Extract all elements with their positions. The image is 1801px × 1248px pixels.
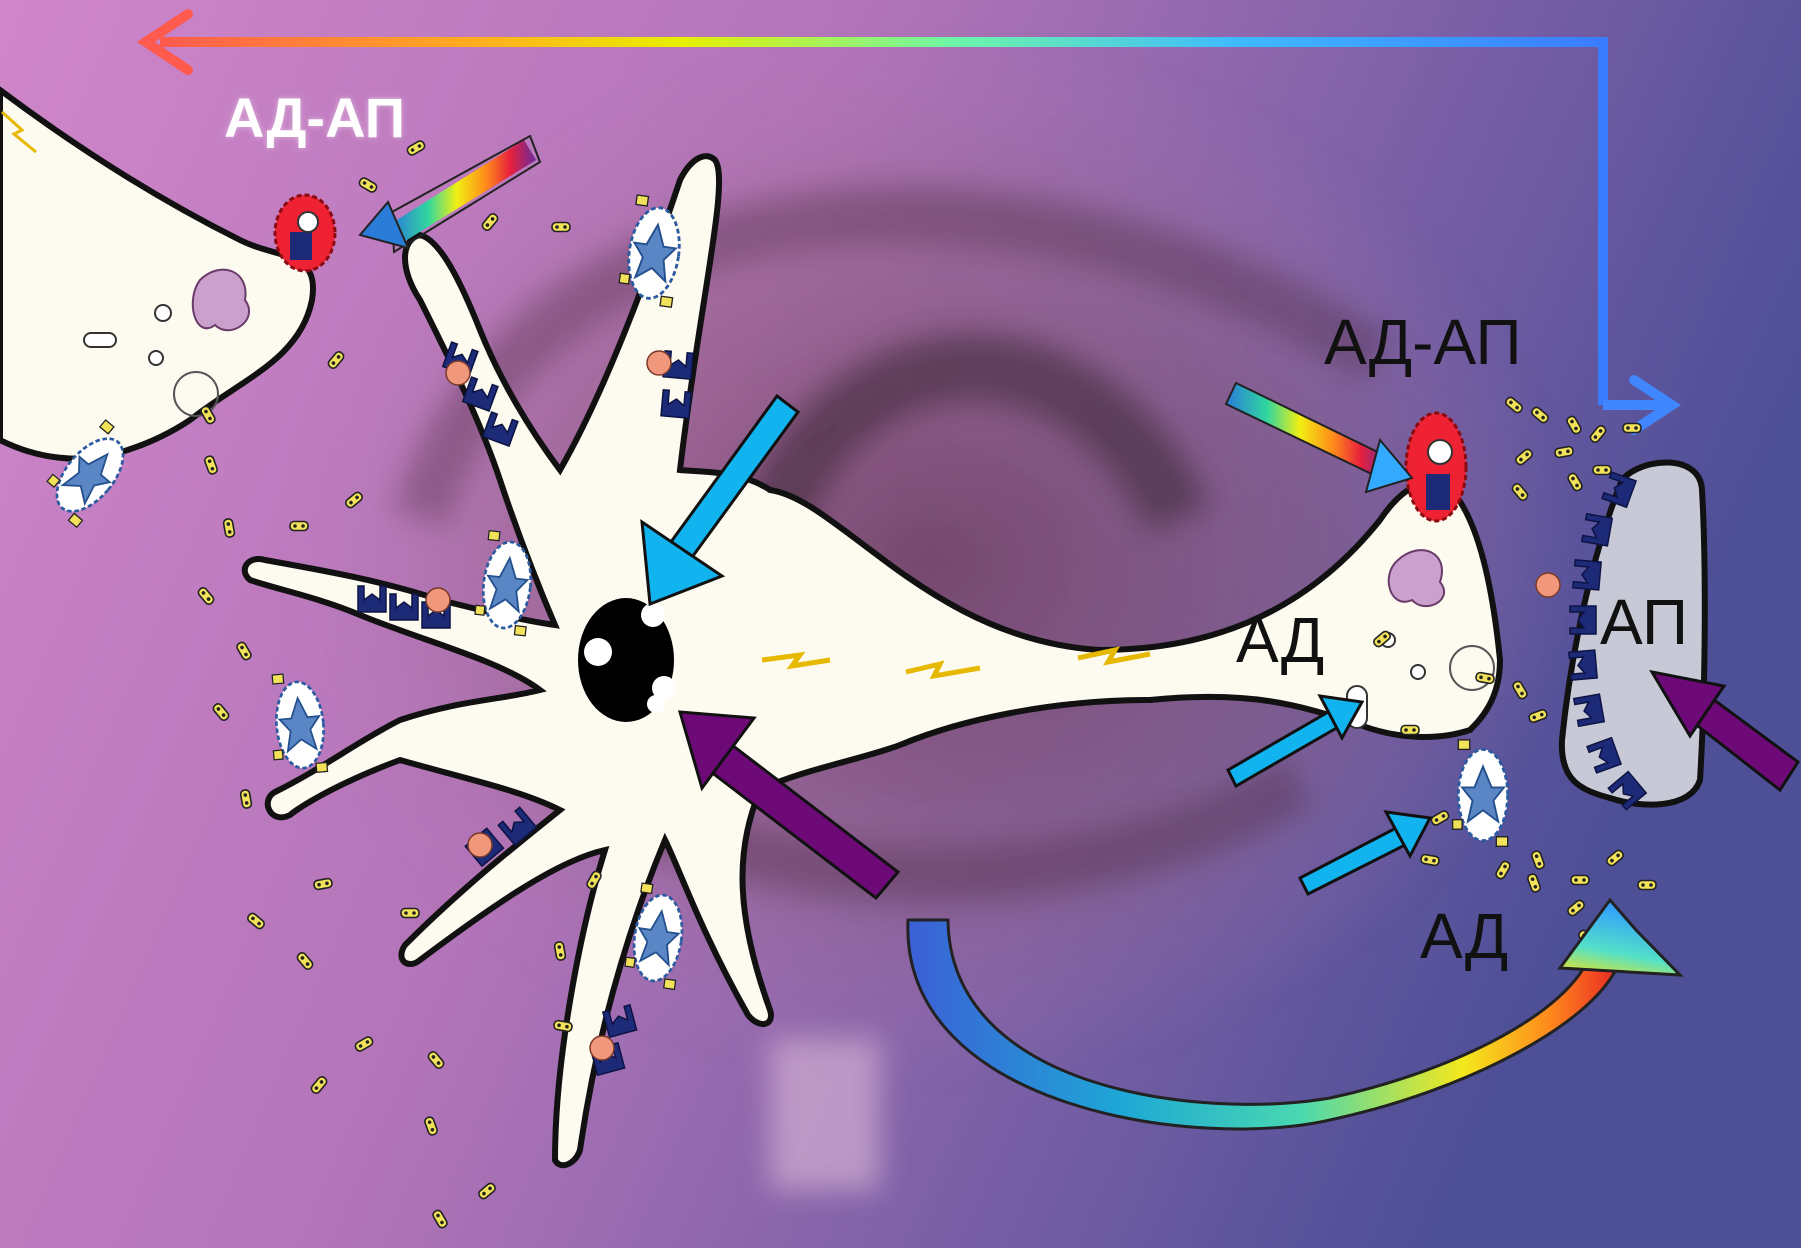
- label-ap-target: АП: [1600, 590, 1688, 654]
- label-ad-ap-right: АД-АП: [1324, 310, 1521, 374]
- label-ad-axon: АД: [1236, 608, 1324, 672]
- label-ad-ap-top-left: АД-АП: [224, 90, 405, 146]
- label-ad-bottom: АД: [1420, 904, 1508, 968]
- peptide-icon: [193, 270, 249, 331]
